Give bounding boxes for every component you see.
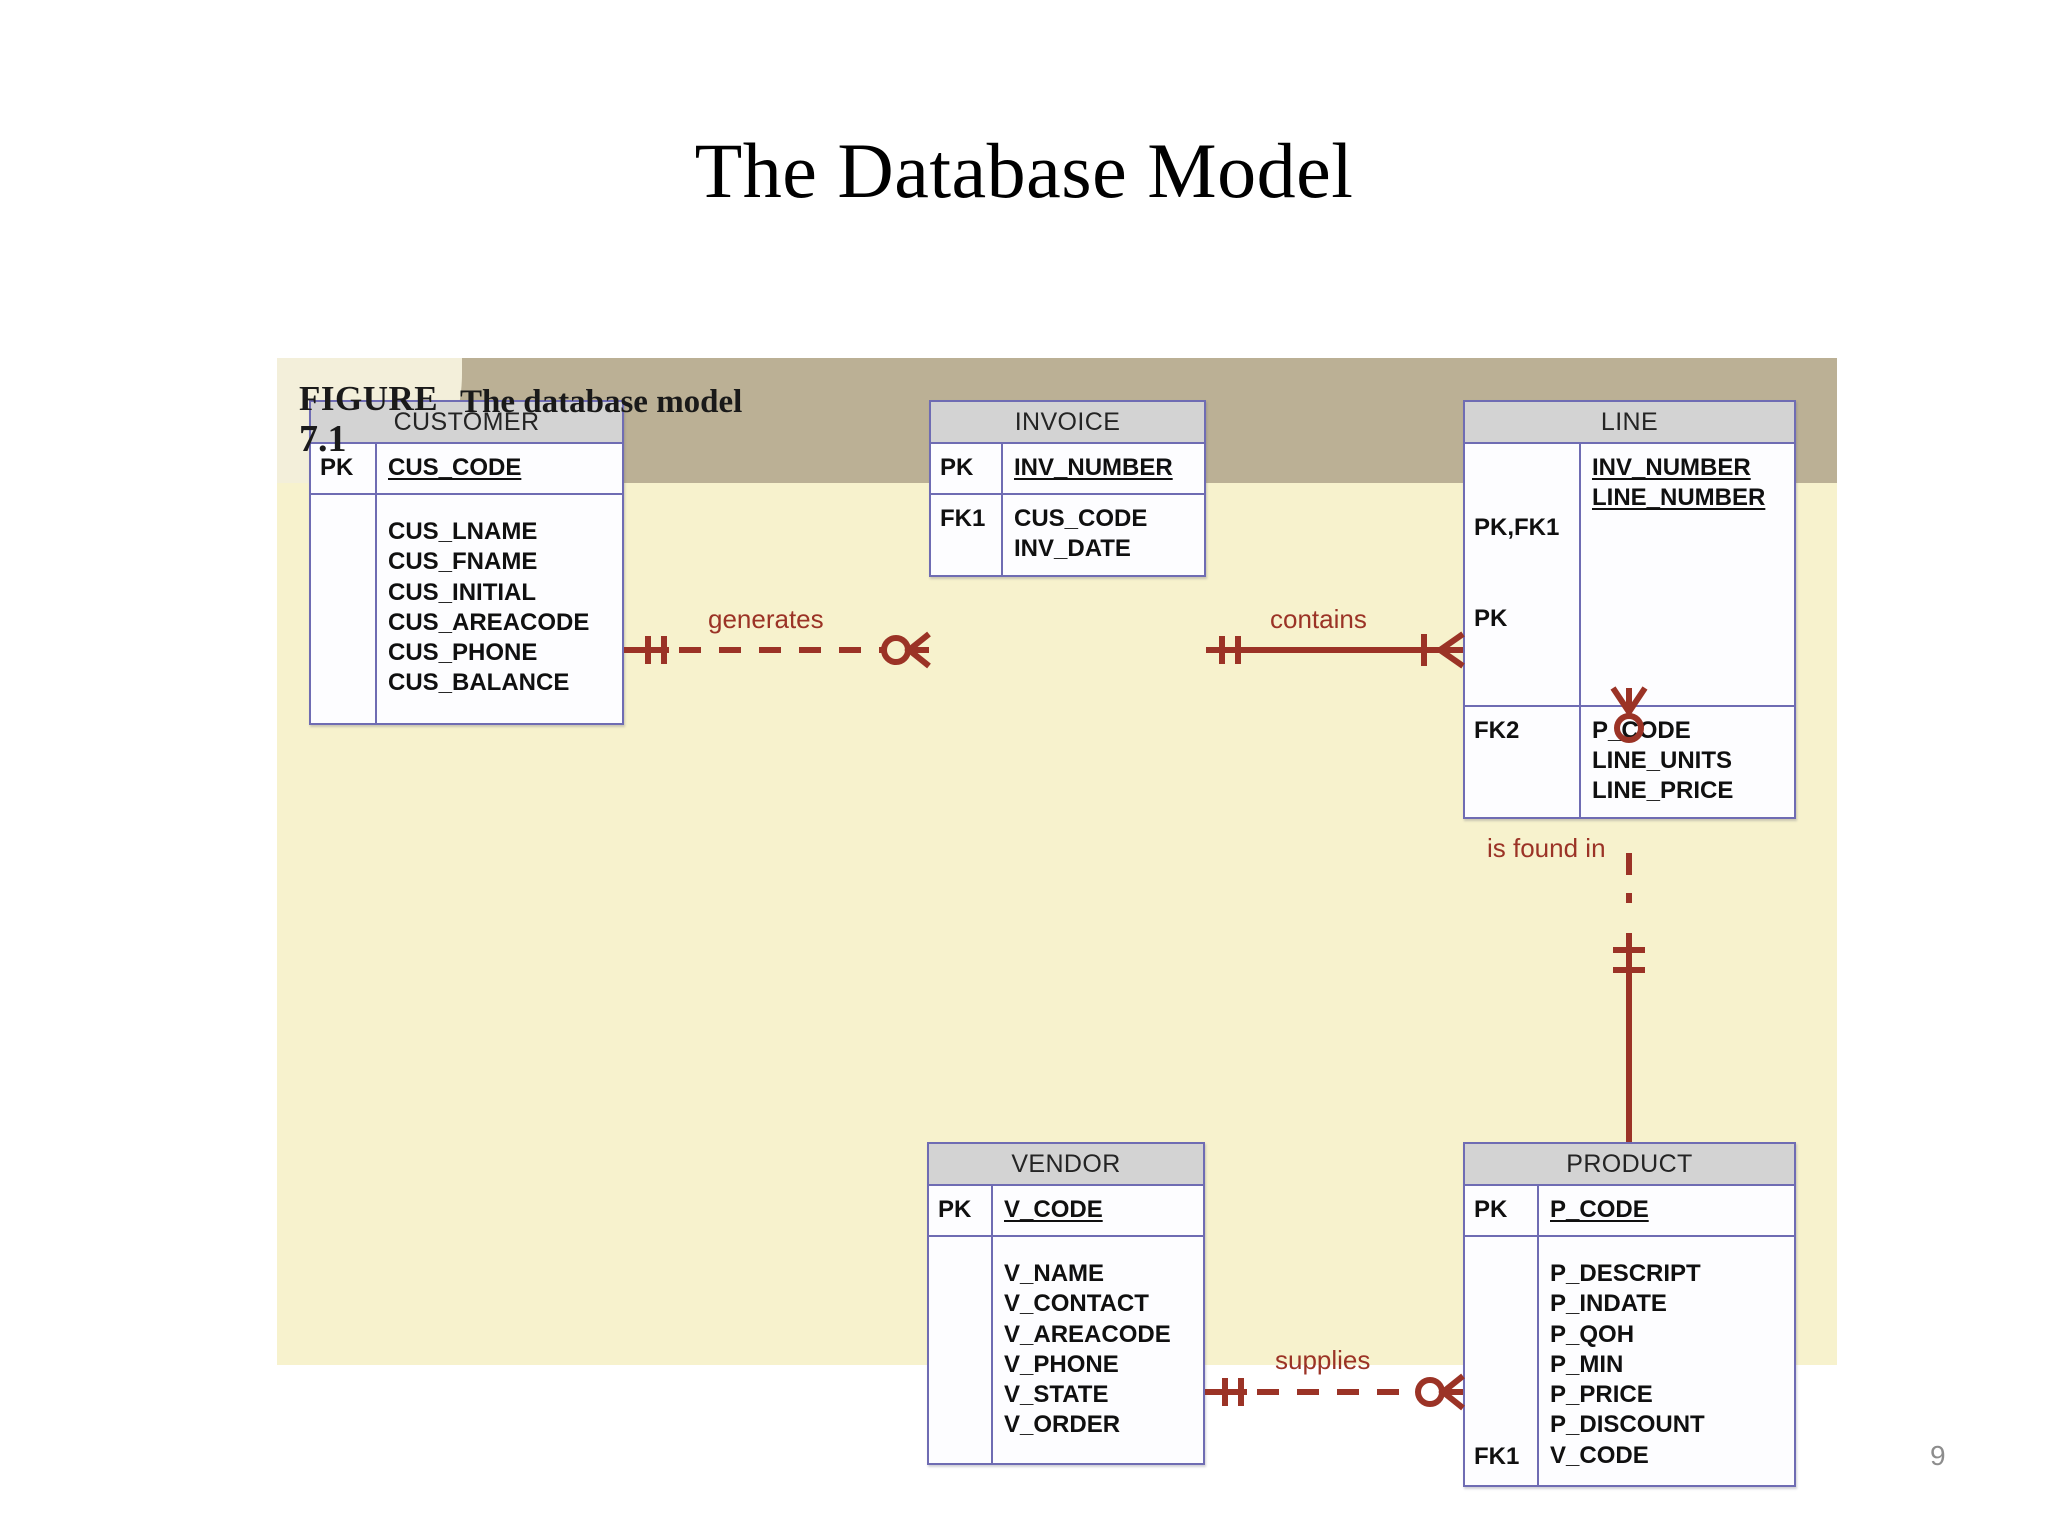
attribute-p-indate: P_INDATE	[1550, 1290, 1667, 1318]
key-line-pk-fk1: PK,FK1	[1474, 514, 1560, 542]
relationship-generates[interactable]: generates	[624, 604, 931, 680]
attribute-v-code-fk: V_CODE	[1550, 1441, 1649, 1469]
attribute-cus-areacode: CUS_AREACODE	[388, 608, 590, 636]
key-column-product-attrs: FK1	[1465, 1237, 1539, 1486]
figure-number: 7.1	[299, 418, 347, 460]
attr-column-customer-pk: CUS_CODE	[377, 444, 622, 493]
attr-column-vendor-pk: V_CODE	[993, 1186, 1203, 1235]
attribute-p-min: P_MIN	[1550, 1350, 1624, 1378]
entity-invoice[interactable]: INVOICE PK INV_NUMBER FK1 CUS_CODE INV_D…	[929, 400, 1206, 577]
key-line-pk: PK	[1474, 605, 1508, 633]
attribute-line-price: LINE_PRICE	[1592, 777, 1734, 805]
attr-column-invoice-pk: INV_NUMBER	[1003, 444, 1204, 493]
attribute-cus-phone: CUS_PHONE	[388, 639, 538, 667]
attribute-v-state: V_STATE	[1004, 1381, 1109, 1409]
key-column-invoice-attrs: FK1	[931, 495, 1003, 575]
attribute-v-phone: V_PHONE	[1004, 1350, 1119, 1378]
entity-key-section-product: PK P_CODE	[1465, 1186, 1794, 1236]
relationship-supplies[interactable]: supplies	[1205, 1345, 1465, 1422]
attr-column-customer-attrs: CUS_LNAME CUS_FNAME CUS_INITIAL CUS_AREA…	[377, 495, 622, 722]
attribute-p-qoh: P_QOH	[1550, 1320, 1635, 1348]
page-title: The Database Model	[694, 127, 1354, 214]
attribute-cus-balance: CUS_BALANCE	[388, 669, 570, 697]
attribute-p-price: P_PRICE	[1550, 1381, 1653, 1409]
entity-title-customer: CUSTOMER	[311, 402, 622, 444]
attribute-v-order: V_ORDER	[1004, 1411, 1121, 1439]
attr-column-product-pk: P_CODE	[1539, 1186, 1794, 1235]
key-column-product-pk: PK	[1465, 1186, 1539, 1236]
entity-title-vendor: VENDOR	[929, 1144, 1203, 1186]
attr-column-product-attrs: P_DESCRIPT P_INDATE P_QOH P_MIN P_PRICE …	[1539, 1237, 1794, 1485]
entity-vendor[interactable]: VENDOR PK V_CODE V_NAME V_CONTACT V_AREA…	[927, 1142, 1205, 1465]
attribute-v-name: V_NAME	[1004, 1260, 1105, 1288]
key-column-invoice-pk: PK	[931, 444, 1003, 494]
attribute-v-areacode: V_AREACODE	[1004, 1320, 1171, 1348]
entity-key-section-customer: PK CUS_CODE	[311, 444, 622, 494]
entity-product[interactable]: PRODUCT PK P_CODE FK1 P_DESCRIPT P_INDAT…	[1463, 1142, 1796, 1488]
attribute-cus-initial: CUS_INITIAL	[388, 578, 537, 606]
key-column-customer-pk: PK	[311, 444, 377, 494]
relationship-label-is-found-in: is found in	[1487, 833, 1606, 863]
entity-attr-section-invoice: FK1 CUS_CODE INV_DATE	[931, 493, 1204, 575]
entity-attr-section-customer: CUS_LNAME CUS_FNAME CUS_INITIAL CUS_AREA…	[311, 493, 622, 723]
attribute-inv-number: INV_NUMBER	[1014, 454, 1173, 481]
attribute-v-contact: V_CONTACT	[1004, 1290, 1149, 1318]
figure-label: FIGURE	[299, 379, 439, 418]
key-column-customer-attrs	[311, 495, 377, 723]
figure-caption: The database model	[460, 384, 743, 420]
key-column-line-attrs: FK2	[1465, 706, 1581, 817]
entity-attr-section-product: FK1 P_DESCRIPT P_INDATE P_QOH P_MIN P_PR…	[1465, 1235, 1794, 1486]
entity-customer[interactable]: CUSTOMER PK CUS_CODE CUS_LNAME CUS_FNAME…	[309, 400, 624, 725]
attr-column-line-attrs: P_CODE LINE_UNITS LINE_PRICE	[1581, 707, 1794, 817]
attribute-inv-date: INV_DATE	[1014, 535, 1131, 563]
figure-panel: FIGURE 7.1 The database model CUSTOMER P…	[277, 358, 1837, 1488]
entity-line[interactable]: LINE PK,FK1 PK INV_NUMBER LINE_NUMBER FK…	[1463, 400, 1796, 819]
entity-key-section-invoice: PK INV_NUMBER	[931, 444, 1204, 494]
key-column-vendor-attrs	[929, 1237, 993, 1463]
relationship-label-supplies: supplies	[1275, 1345, 1371, 1375]
attr-column-line-pk: INV_NUMBER LINE_NUMBER	[1581, 444, 1794, 705]
relationship-label-contains: contains	[1270, 604, 1367, 634]
attribute-p-discount: P_DISCOUNT	[1550, 1411, 1705, 1439]
attr-column-vendor-attrs: V_NAME V_CONTACT V_AREACODE V_PHONE V_ST…	[993, 1237, 1203, 1462]
attribute-cus-code: CUS_CODE	[388, 454, 522, 481]
entity-key-section-line: PK,FK1 PK INV_NUMBER LINE_NUMBER	[1465, 444, 1794, 705]
attribute-line-units: LINE_UNITS	[1592, 747, 1733, 775]
attribute-cus-lname: CUS_LNAME	[388, 518, 538, 546]
entity-attr-section-vendor: V_NAME V_CONTACT V_AREACODE V_PHONE V_ST…	[929, 1235, 1203, 1463]
key-column-vendor-pk: PK	[929, 1186, 993, 1236]
attribute-p-descript: P_DESCRIPT	[1550, 1260, 1701, 1288]
relationship-is-found-in[interactable]: is found in	[1487, 686, 1659, 1142]
attribute-inv-number-line: INV_NUMBER	[1592, 454, 1751, 481]
attribute-cus-code-fk: CUS_CODE	[1014, 505, 1148, 533]
relationship-label-generates: generates	[708, 604, 824, 634]
attribute-v-code: V_CODE	[1004, 1196, 1103, 1223]
entity-title-line: LINE	[1465, 402, 1794, 444]
attribute-cus-fname: CUS_FNAME	[388, 548, 538, 576]
entity-key-section-vendor: PK V_CODE	[929, 1186, 1203, 1236]
entity-title-product: PRODUCT	[1465, 1144, 1794, 1186]
attribute-line-number: LINE_NUMBER	[1592, 484, 1766, 512]
page-number: 9	[1930, 1440, 1946, 1471]
attr-column-invoice-attrs: CUS_CODE INV_DATE	[1003, 495, 1204, 574]
attribute-p-code: P_CODE	[1550, 1196, 1649, 1223]
relationship-contains[interactable]: contains	[1206, 604, 1465, 680]
entity-title-invoice: INVOICE	[931, 402, 1204, 444]
key-column-line-pk: PK,FK1 PK	[1465, 444, 1581, 705]
